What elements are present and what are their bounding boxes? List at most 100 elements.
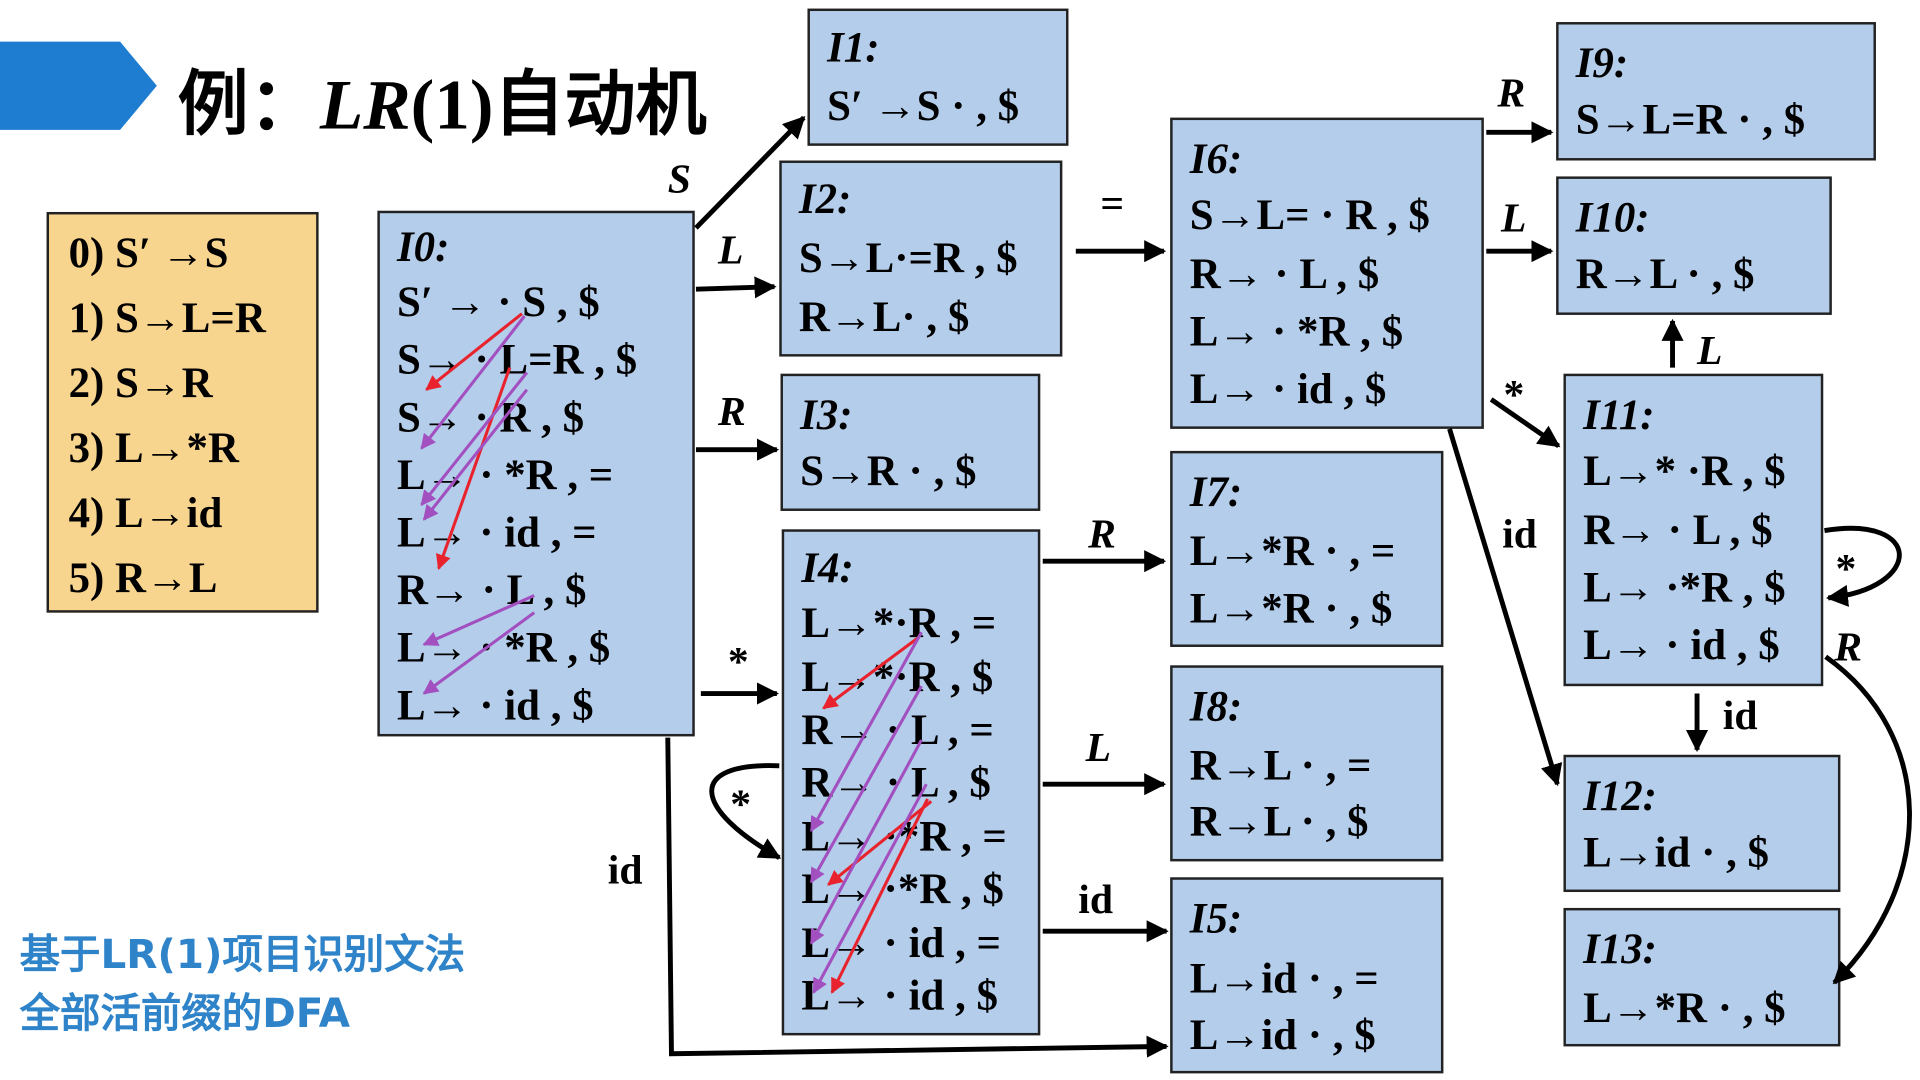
closure-arrow-purple xyxy=(812,783,928,994)
state-name: I0: xyxy=(396,223,450,271)
closure-arrow-purple xyxy=(809,631,923,833)
state-item: S→R · , $ xyxy=(800,447,977,496)
state-item: S→L·=R , $ xyxy=(798,234,1018,282)
state-item: L→*R · , $ xyxy=(1583,983,1786,1032)
grammar-rule: 1) S→L=R xyxy=(68,294,266,342)
state-item: S′ → · S , $ xyxy=(396,278,600,326)
grammar-rule: 5) R→L xyxy=(68,553,218,602)
state-name: I4: xyxy=(801,544,854,592)
state-item: R→ · L , $ xyxy=(1583,506,1773,554)
edge-label: R xyxy=(718,389,746,435)
grammar-rule: 2) S→R xyxy=(68,359,213,407)
state-item: L→ · id , $ xyxy=(1583,621,1780,670)
state-name: I1: xyxy=(827,23,880,72)
state-I2: I2: S→L·=R , $ R→L· , $ xyxy=(779,160,1063,357)
edge-label: * xyxy=(1503,372,1525,418)
state-name: I3: xyxy=(800,390,853,439)
state-I12: I12: L→id · , $ xyxy=(1563,754,1841,893)
state-name: I6: xyxy=(1189,134,1243,183)
edge-label: S xyxy=(667,156,691,203)
state-item: L→ ·*R , $ xyxy=(1583,563,1786,612)
note-line-2: 全部活前缀的DFA xyxy=(19,988,351,1037)
state-item: R→ · L , $ xyxy=(801,758,991,807)
edge-I11-I11-loop-arrow xyxy=(1824,525,1902,607)
edge-label: id xyxy=(1502,512,1537,558)
state-I6: I6: S→L= · R , $ R→ · L , $ L→ · *R , $ … xyxy=(1170,117,1484,429)
edge-label: R xyxy=(1088,512,1116,558)
state-item: L→ · id , $ xyxy=(1189,365,1387,413)
closure-arrow-red xyxy=(827,800,933,886)
state-item: S→L=R · , $ xyxy=(1575,95,1806,144)
state-name: I12: xyxy=(1583,771,1657,820)
state-item: R→ · L , $ xyxy=(1189,249,1380,298)
edge-label: = xyxy=(1100,181,1125,227)
state-name: I2: xyxy=(798,175,852,224)
title-lr-suffix: (1) xyxy=(410,64,494,145)
state-I5: I5: L→id · , = L→id · , $ xyxy=(1170,877,1444,1074)
edge-I0-I1-arrow xyxy=(694,115,806,230)
closure-arrow-purple xyxy=(422,388,529,521)
edge-label: * xyxy=(730,781,752,828)
edge-I0-I2-arrow xyxy=(695,276,777,299)
state-name: I5: xyxy=(1189,894,1243,943)
state-item: L→*R · , = xyxy=(1189,526,1396,575)
edge-label: id xyxy=(1722,693,1758,739)
edge-I0-I5-arrow xyxy=(665,737,1169,1058)
title-banner-arrow xyxy=(0,41,157,130)
closure-arrow-purple xyxy=(809,685,923,884)
closure-arrow-purple xyxy=(422,594,535,646)
state-item: R→L · , = xyxy=(1189,741,1372,790)
title-lr: LR xyxy=(319,64,411,145)
edge-I11-I13-arrow xyxy=(1824,654,1912,985)
edge-label: id xyxy=(1078,877,1114,923)
state-item: L→id · , $ xyxy=(1583,828,1769,877)
state-item: L→*·R , = xyxy=(801,599,997,647)
state-item: S→ · L=R , $ xyxy=(396,335,638,384)
state-item: S→L= · R , $ xyxy=(1189,191,1430,239)
closure-arrow-red xyxy=(830,798,929,994)
edge-label: R xyxy=(1834,624,1863,671)
state-name: I10: xyxy=(1575,193,1650,242)
state-I11: I11: L→* ·R , $ R→ · L , $ L→ ·*R , $ L→… xyxy=(1563,373,1824,687)
state-I9: I9: S→L=R · , $ xyxy=(1556,22,1876,161)
edge-label: L xyxy=(1500,196,1527,242)
closure-arrow-red xyxy=(822,635,920,710)
state-item: L→* ·R , $ xyxy=(1583,447,1786,496)
edge-label: L xyxy=(718,227,744,274)
grammar-rule: 0) S′ →S xyxy=(68,229,229,277)
state-item: R→L · , $ xyxy=(1575,249,1755,298)
title-suffix: 自动机 xyxy=(493,62,707,146)
state-I7: I7: L→*R · , = L→*R · , $ xyxy=(1170,450,1444,647)
state-I10: I10: R→L · , $ xyxy=(1556,176,1832,315)
state-I4: I4: L→*·R , = L→*·R , $ R→ · L , = R→ · … xyxy=(781,529,1041,1036)
state-I0: I0: S′ → · S , $ S→ · L=R , $ S→ · R , $… xyxy=(377,210,695,737)
state-item: L→ · *R , $ xyxy=(1189,307,1404,356)
edge-label: L xyxy=(1085,725,1112,771)
edge-label: * xyxy=(727,639,749,685)
state-item: R→ · L , $ xyxy=(396,566,587,614)
closure-arrow-purple xyxy=(420,371,529,507)
state-item: L→ · id , = xyxy=(801,918,1001,967)
grammar-rule: 3) L→*R xyxy=(68,423,239,472)
state-item: L→id · , $ xyxy=(1189,1010,1376,1059)
state-I8: I8: R→L · , = R→L · , $ xyxy=(1170,665,1444,862)
state-name: I7: xyxy=(1189,468,1243,516)
state-I3: I3: S→R · , $ xyxy=(780,373,1041,511)
grammar-rule: 4) L→id xyxy=(68,488,223,537)
grammar-box: 0) S′ →S 1) S→L=R 2) S→R 3) L→*R 4) L→id… xyxy=(46,211,319,613)
edge-I6-I12-arrow xyxy=(1447,428,1563,787)
state-name: I9: xyxy=(1575,39,1629,87)
state-item: R→L· , $ xyxy=(798,292,970,341)
state-name: I8: xyxy=(1189,682,1243,731)
state-name: I11: xyxy=(1583,390,1655,439)
state-item: L→id · , = xyxy=(1189,954,1379,1003)
edge-label: id xyxy=(607,847,643,894)
edge-I6-I11-arrow xyxy=(1489,397,1561,449)
closure-arrow-red xyxy=(436,367,512,570)
closure-arrow-red xyxy=(425,312,523,391)
state-I1: I1: S′ →S · , $ xyxy=(807,8,1069,146)
edge-I4-I4-loop-arrow xyxy=(709,763,782,860)
closure-arrow-purple xyxy=(809,739,923,945)
